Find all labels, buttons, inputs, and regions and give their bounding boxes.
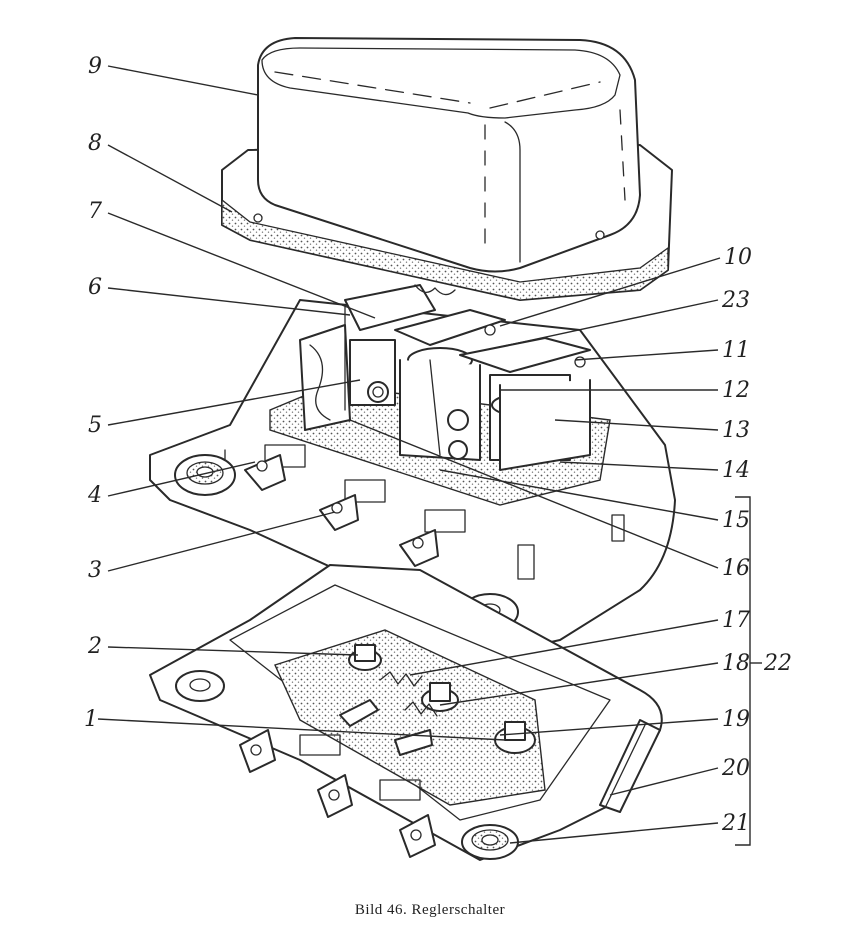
callout-8: 8 <box>88 131 102 156</box>
callout-17: 17 <box>722 608 750 633</box>
callout-13: 13 <box>722 418 750 443</box>
callout-12: 12 <box>722 378 750 403</box>
callout-9: 9 <box>88 54 102 79</box>
callout-6: 6 <box>88 275 102 300</box>
relay-mechanism <box>299 284 591 471</box>
callout-4: 4 <box>87 483 102 508</box>
callout-1: 1 <box>84 707 98 732</box>
callout-19: 19 <box>722 707 750 732</box>
callout-16: 16 <box>722 556 750 581</box>
callout-3: 3 <box>88 558 102 583</box>
callout-5: 5 <box>88 413 102 438</box>
callout-23: 23 <box>721 288 750 313</box>
callout-numbers: 9 8 7 6 5 4 3 2 1 10 23 11 12 13 14 15 1… <box>84 54 792 836</box>
callout-18: 18 <box>722 651 750 676</box>
callout-20: 20 <box>721 756 750 781</box>
callout-14: 14 <box>722 458 750 483</box>
callout-11: 11 <box>722 338 750 363</box>
callout-10: 10 <box>724 245 752 270</box>
callout-21: 21 <box>721 811 750 836</box>
callout-22: 22 <box>763 651 792 676</box>
callout-15: 15 <box>722 508 750 533</box>
leader-lines <box>97 65 762 846</box>
callout-2: 2 <box>87 634 102 659</box>
figure-caption: Bild 46. Reglerschalter <box>355 902 505 918</box>
callout-7: 7 <box>88 199 102 224</box>
cover <box>221 37 673 301</box>
